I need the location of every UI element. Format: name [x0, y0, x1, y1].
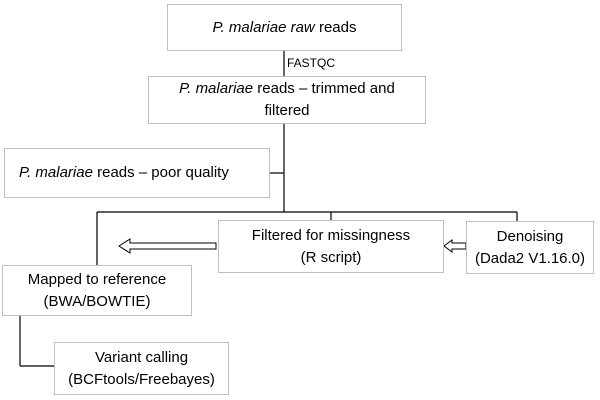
node-trimmed-filtered: P. malariae reads – trimmed and filtered: [148, 76, 426, 124]
node-variant-line1: Variant calling: [94, 348, 189, 366]
node-trimmed-line2: filtered: [264, 102, 310, 119]
node-missingness-line2: (R script): [300, 248, 362, 266]
node-raw-reads-italic: P. malariae raw: [212, 18, 315, 36]
node-trimmed-line1: reads – trimmed and: [253, 80, 395, 97]
node-denoising-line2: (Dada2 V1.16.0): [474, 249, 586, 267]
node-denoising: Denoising (Dada2 V1.16.0): [466, 221, 594, 274]
node-missingness-line1: Filtered for missingness: [251, 226, 411, 244]
arrow-denoising-to-missingness: [443, 239, 467, 253]
node-variant-calling: Variant calling (BCFtools/Freebayes): [54, 342, 229, 395]
node-mapped: Mapped to reference (BWA/BOWTIE): [2, 265, 192, 316]
node-poor-quality-italic: P. malariae: [19, 164, 93, 181]
node-mapped-line2: (BWA/BOWTIE): [43, 292, 151, 310]
edge-label-fastqc: FASTQC: [287, 56, 336, 70]
node-raw-reads: P. malariae raw reads: [167, 4, 402, 51]
node-raw-reads-text: reads: [314, 18, 357, 36]
node-trimmed-italic: P. malariae: [179, 80, 254, 97]
node-missingness: Filtered for missingness (R script): [218, 220, 444, 273]
node-poor-quality: P. malariae reads – poor quality: [4, 148, 270, 198]
node-poor-quality-text: reads – poor quality: [92, 164, 229, 181]
node-denoising-line1: Denoising: [496, 227, 564, 245]
arrow-missingness-to-mapped: [118, 238, 217, 254]
node-mapped-line1: Mapped to reference: [27, 270, 167, 288]
node-variant-line2: (BCFtools/Freebayes): [68, 370, 215, 388]
